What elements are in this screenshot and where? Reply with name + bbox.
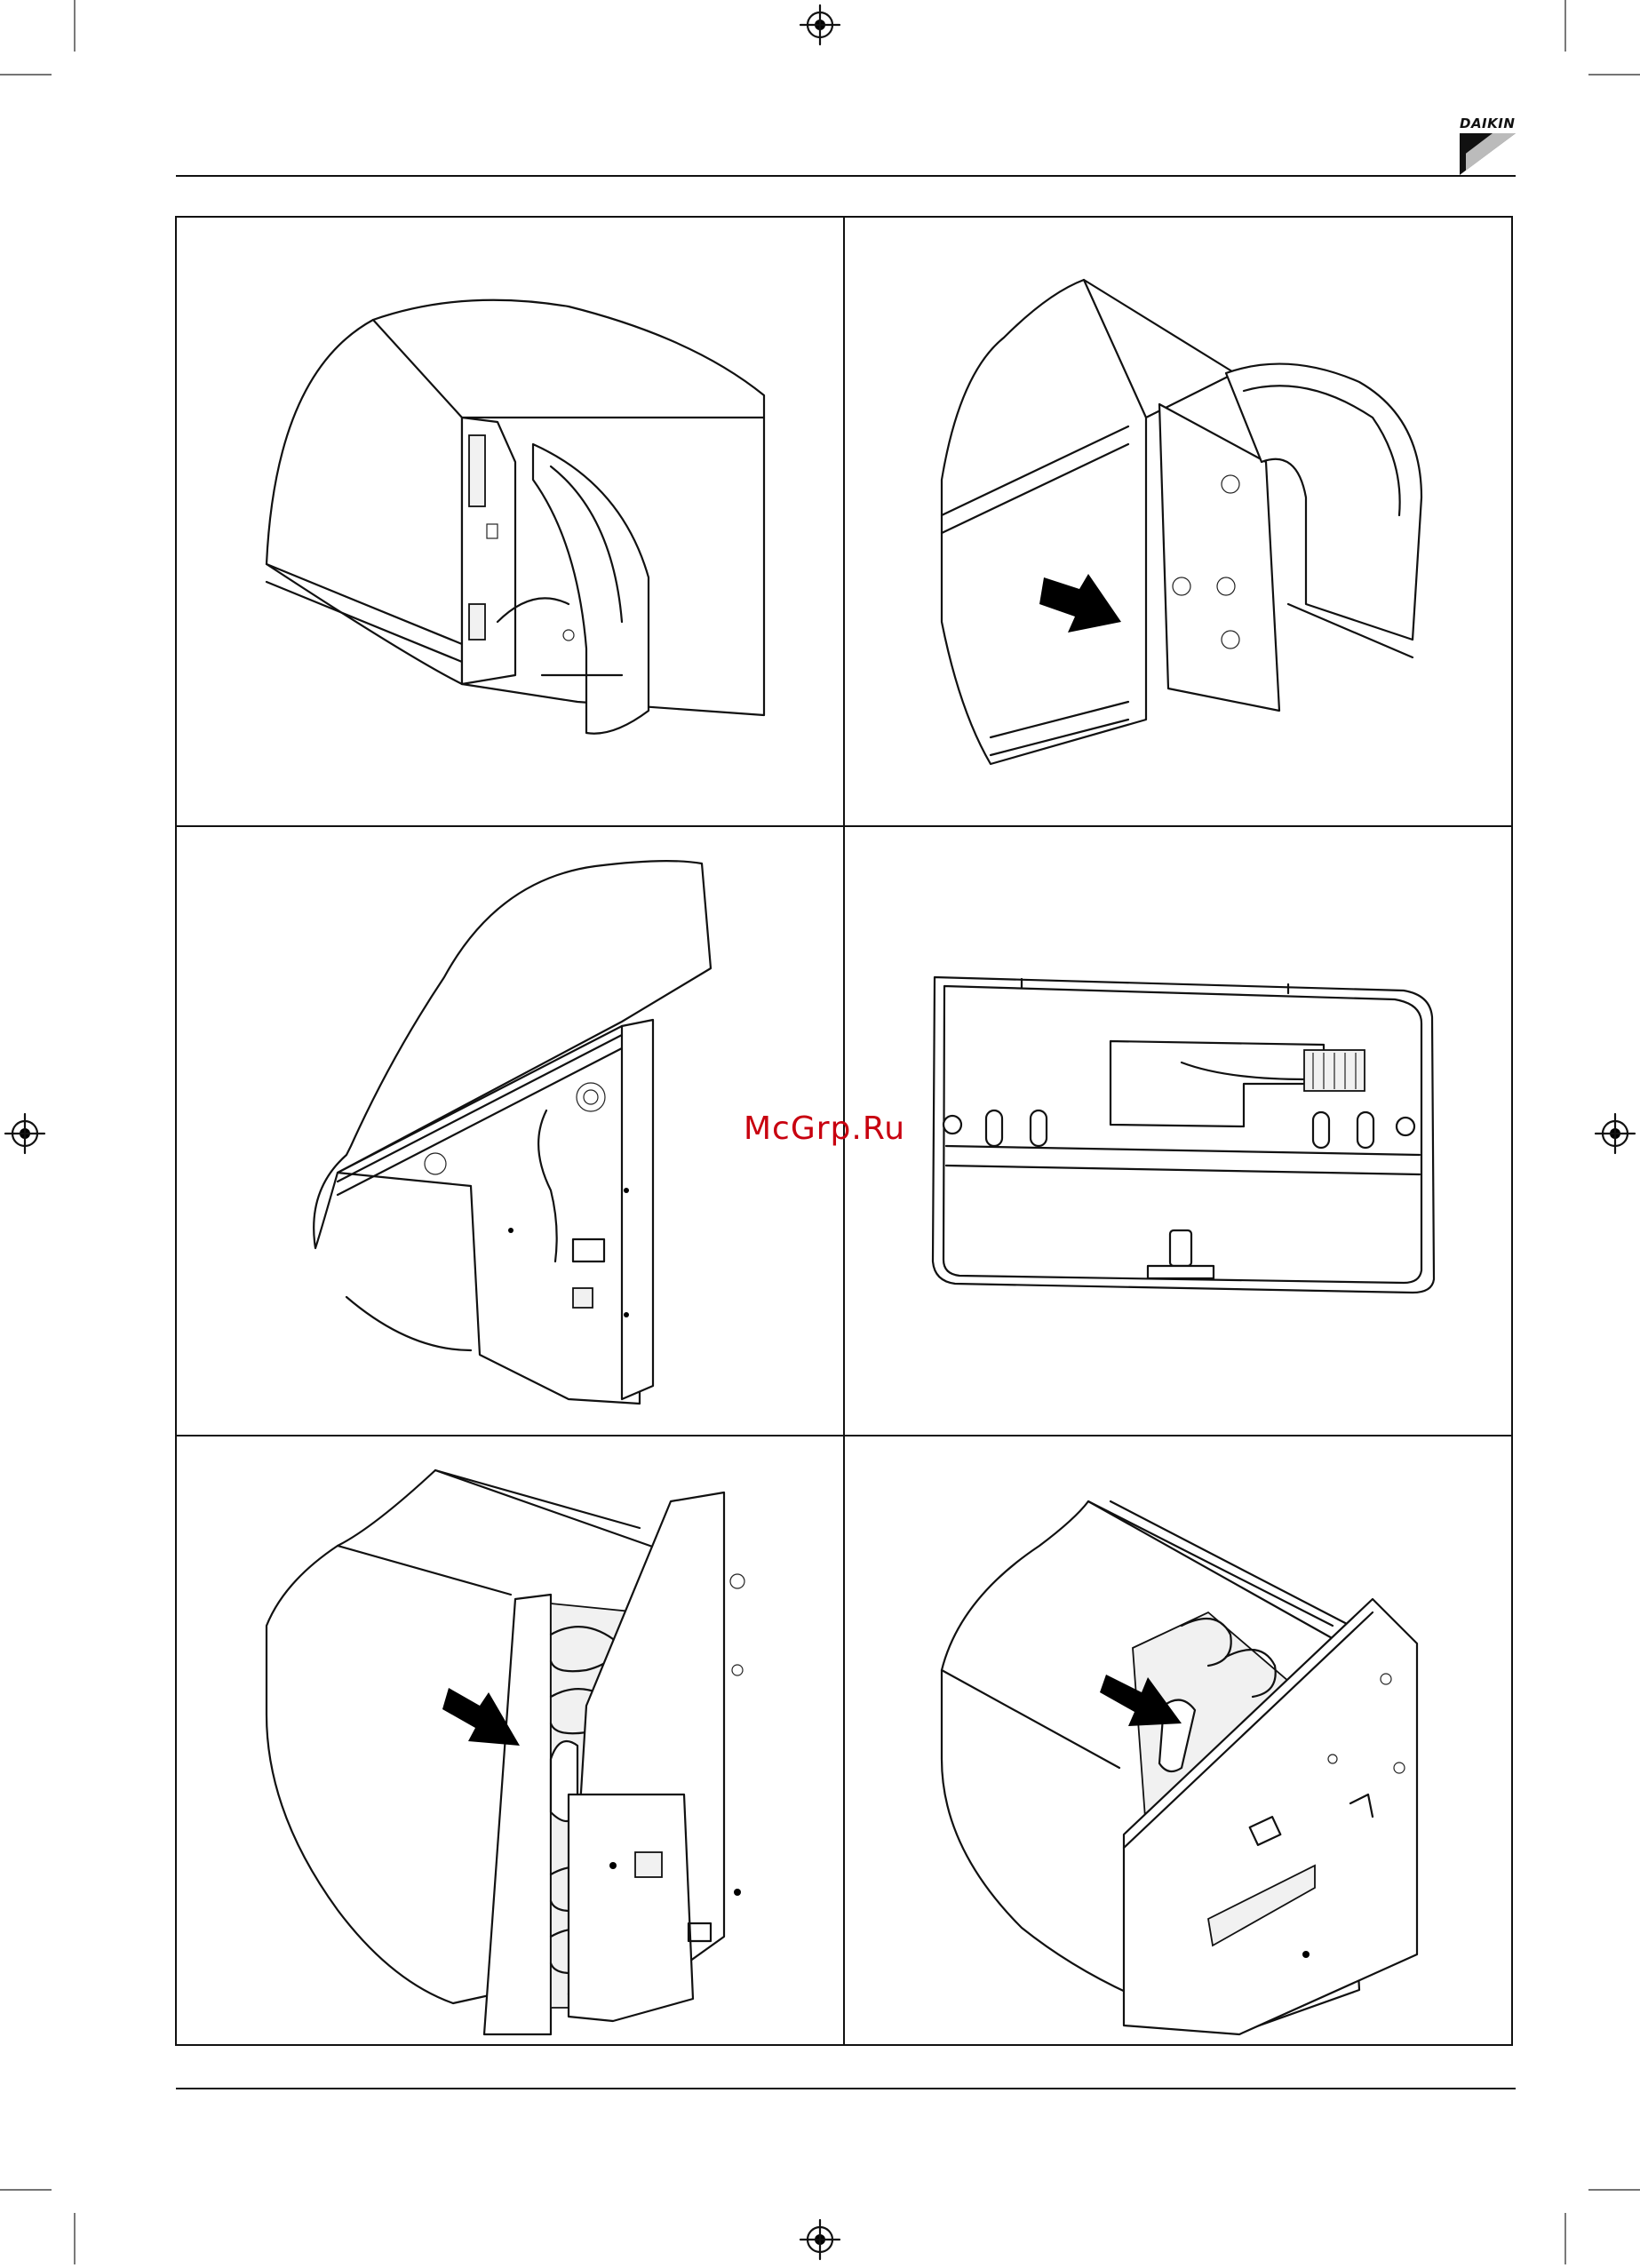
brand-name: DAIKIN (1460, 115, 1515, 131)
figure-thermistor-on-coil (267, 1470, 744, 2034)
crosshair-registration-icon (1596, 1114, 1635, 1153)
figure-thermistor-on-coil-angled (942, 1501, 1417, 2034)
figure-control-box-cover-rear (933, 977, 1434, 1293)
crosshair-registration-icon (800, 2220, 840, 2259)
figure-front-panel-hinge-opened (942, 280, 1421, 764)
crosshair-registration-icon (5, 1114, 44, 1153)
watermark-text: McGrp.Ru (736, 1110, 913, 1147)
daikin-triangle-logo-icon (1460, 133, 1516, 175)
figure-side-electrical-cover (314, 861, 711, 1404)
page-header: DAIKIN (176, 115, 1516, 176)
crosshair-registration-icon (800, 5, 840, 44)
figure-front-panel-removed (267, 300, 764, 734)
